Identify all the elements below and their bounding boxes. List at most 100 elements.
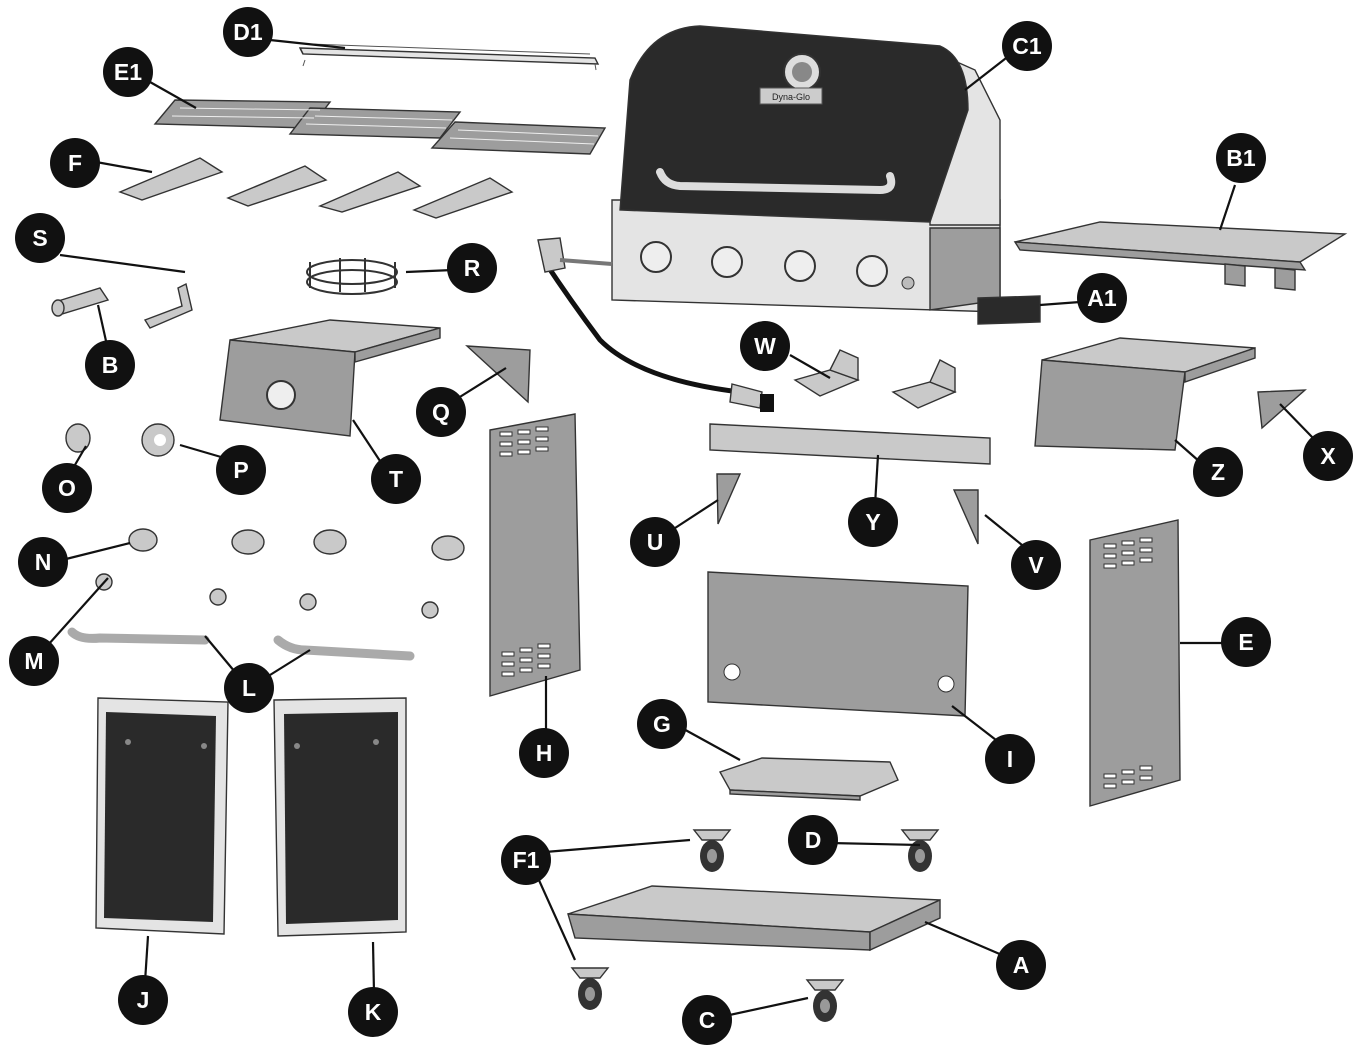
- part-door-j: [95, 697, 229, 935]
- part-washers-m: [95, 573, 439, 619]
- callout-circle: [519, 728, 569, 778]
- part-flame-tamers: [118, 157, 514, 219]
- callout-h: H: [519, 728, 569, 778]
- callout-f1: F1: [501, 835, 551, 885]
- part-bottom-shelf-a: [567, 885, 941, 952]
- callout-circle: [501, 835, 551, 885]
- callout-label: Q: [432, 399, 450, 425]
- callout-label: J: [137, 987, 150, 1013]
- callout-circle: [118, 975, 168, 1025]
- callout-d1: D1: [223, 7, 273, 57]
- callout-label: S: [32, 225, 47, 251]
- callout-z: Z: [1193, 447, 1243, 497]
- callout-d: D: [788, 815, 838, 865]
- part-warming-rack: [298, 43, 600, 71]
- part-knob-o: [65, 423, 91, 453]
- part-gusset-v: [952, 489, 979, 545]
- callout-label: C: [699, 1007, 716, 1033]
- callout-label: O: [58, 475, 76, 501]
- callout-circle: [1193, 447, 1243, 497]
- callout-e1: E1: [103, 47, 153, 97]
- callout-r: R: [447, 243, 497, 293]
- callout-label: E: [1238, 629, 1253, 655]
- callout-circle: [1002, 21, 1052, 71]
- part-side-panel-h: [489, 413, 581, 697]
- callout-t: T: [371, 454, 421, 504]
- callout-label: M: [24, 648, 43, 674]
- callout-circle: [630, 517, 680, 567]
- part-gusset-u: [716, 473, 742, 525]
- callout-label: T: [389, 466, 403, 492]
- callout-f: F: [50, 138, 100, 188]
- part-bezels-n: [128, 528, 465, 561]
- callout-g: G: [637, 699, 687, 749]
- part-side-burner-grate: [306, 258, 398, 295]
- callout-e: E: [1221, 617, 1271, 667]
- callout-m: M: [9, 636, 59, 686]
- callout-label: N: [35, 549, 52, 575]
- part-crossbar-y: [709, 423, 991, 465]
- part-regulator-hose: [537, 237, 774, 412]
- callout-q: Q: [416, 387, 466, 437]
- callout-label: A1: [1087, 285, 1117, 311]
- callout-y: Y: [848, 497, 898, 547]
- callout-label: D: [805, 827, 822, 853]
- callout-circle: [1216, 133, 1266, 183]
- callout-circle: [1221, 617, 1271, 667]
- part-handle-brackets: [51, 282, 193, 329]
- callout-b: B: [85, 340, 135, 390]
- part-side-burner: [219, 319, 441, 437]
- callout-label: B1: [1226, 145, 1256, 171]
- callout-circle: [9, 636, 59, 686]
- part-tank-holder-g: [718, 757, 899, 801]
- part-door-k: [273, 697, 407, 937]
- callout-label: R: [464, 255, 481, 281]
- callout-label: Y: [865, 509, 880, 535]
- callout-label: G: [653, 711, 671, 737]
- callout-circle: [682, 995, 732, 1045]
- callout-label: F: [68, 150, 82, 176]
- callout-circle: [15, 213, 65, 263]
- callout-a1: A1: [1077, 273, 1127, 323]
- callout-label: F1: [513, 847, 540, 873]
- callout-circle: [1011, 540, 1061, 590]
- callout-a: A: [996, 940, 1046, 990]
- callout-circle: [85, 340, 135, 390]
- part-back-panel-i: [707, 571, 969, 717]
- callout-k: K: [348, 987, 398, 1037]
- callout-label: Z: [1211, 459, 1225, 485]
- callout-label: I: [1007, 746, 1013, 772]
- callout-label: W: [754, 333, 776, 359]
- callout-circle: [848, 497, 898, 547]
- callout-circle: [216, 445, 266, 495]
- callout-label: U: [647, 529, 664, 555]
- callout-circle: [1303, 431, 1353, 481]
- callout-l: L: [224, 663, 274, 713]
- callout-circle: [42, 463, 92, 513]
- callout-circle: [18, 537, 68, 587]
- callout-circle: [50, 138, 100, 188]
- callout-circle: [1077, 273, 1127, 323]
- callout-label: H: [536, 740, 553, 766]
- callout-i: I: [985, 734, 1035, 784]
- callout-label: E1: [114, 59, 142, 85]
- callout-label: K: [365, 999, 382, 1025]
- callout-label: D1: [233, 19, 263, 45]
- part-grill-head: Dyna-Glo: [611, 25, 1001, 313]
- callout-p: P: [216, 445, 266, 495]
- callout-label: A: [1013, 952, 1030, 978]
- part-cooking-grates: [153, 99, 607, 155]
- part-knob-p: [141, 423, 175, 457]
- part-side-shelf: [1013, 221, 1348, 291]
- callout-circle: [103, 47, 153, 97]
- callout-label: C1: [1012, 33, 1042, 59]
- callout-w: W: [740, 321, 790, 371]
- callout-b1: B1: [1216, 133, 1266, 183]
- callout-x: X: [1303, 431, 1353, 481]
- leader-lines: [47, 38, 1314, 1018]
- callout-circle: [348, 987, 398, 1037]
- callout-circle: [224, 663, 274, 713]
- callout-circle: [985, 734, 1035, 784]
